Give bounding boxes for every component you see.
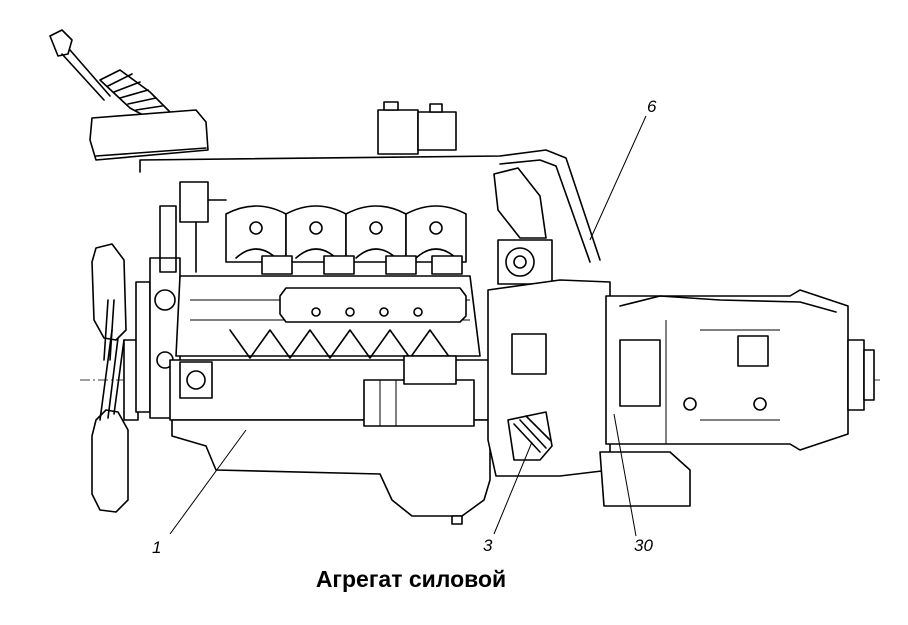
fuel-injectors [261, 255, 463, 275]
starter-motor [363, 355, 475, 427]
fan [91, 243, 139, 513]
gearbox [599, 289, 875, 507]
clutch-housing [487, 279, 611, 477]
figure-caption: Агрегат силовой [315, 566, 507, 592]
callout-1: 1 [152, 538, 161, 557]
support-rail [139, 149, 601, 263]
callout-3: 3 [483, 536, 493, 555]
exhaust-manifold [279, 287, 467, 323]
leader-lines [169, 115, 647, 537]
callout-30: 30 [634, 536, 653, 555]
expansion-tanks [377, 101, 457, 155]
cylinder-heads [225, 205, 467, 263]
callout-6: 6 [647, 97, 657, 116]
turbocharger [493, 167, 553, 285]
oil-pan [171, 419, 491, 517]
intake-pipe [159, 181, 227, 273]
drain-plug [451, 515, 463, 525]
gear-shift-lever [49, 29, 209, 161]
